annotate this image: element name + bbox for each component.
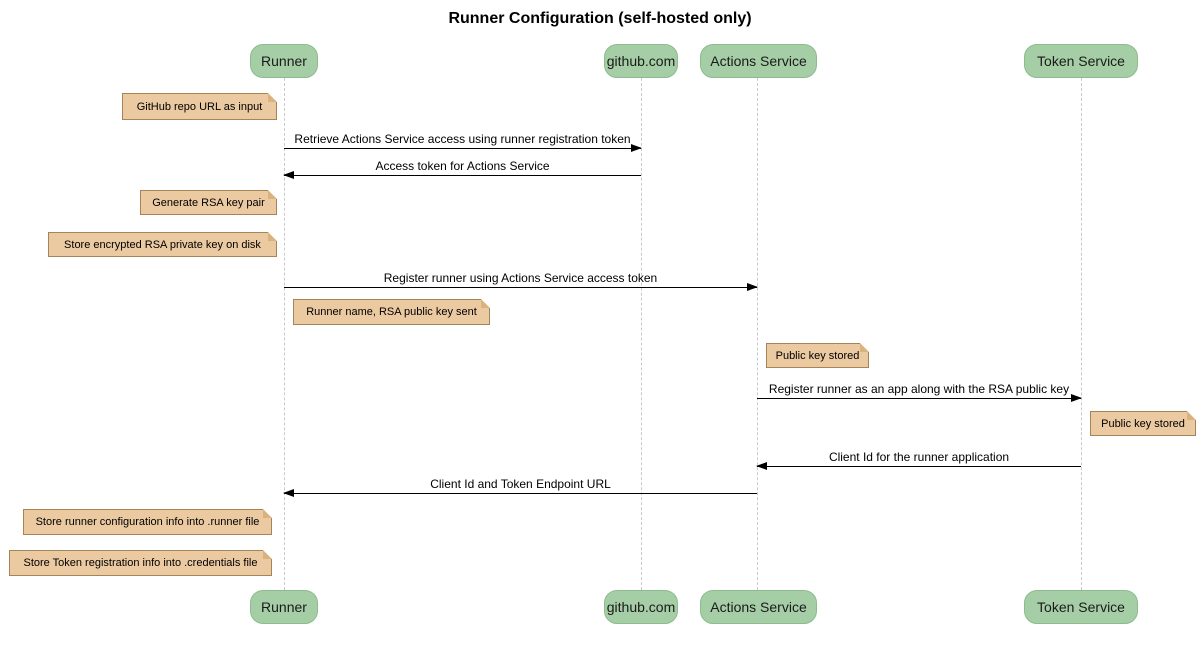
note-public-key-stored-actions: Public key stored bbox=[766, 343, 869, 368]
message-client-id-endpoint: Client Id and Token Endpoint URL bbox=[283, 477, 757, 497]
note-store-credentials-file: Store Token registration info into .cred… bbox=[9, 550, 272, 576]
message-access-token: Access token for Actions Service bbox=[283, 159, 641, 179]
participant-runner-top: Runner bbox=[250, 44, 318, 78]
message-label: Client Id for the runner application bbox=[828, 450, 1010, 464]
participant-token-service-bottom: Token Service bbox=[1024, 590, 1138, 624]
message-register-app: Register runner as an app along with the… bbox=[757, 382, 1082, 402]
participant-github-bottom: github.com bbox=[604, 590, 678, 624]
diagram-title: Runner Configuration (self-hosted only) bbox=[448, 10, 752, 27]
participant-token-service-top: Token Service bbox=[1024, 44, 1138, 78]
arrow-head bbox=[756, 462, 767, 470]
message-label: Retrieve Actions Service access using ru… bbox=[294, 132, 631, 146]
note-public-key-stored-token: Public key stored bbox=[1090, 411, 1196, 436]
message-label: Access token for Actions Service bbox=[375, 159, 550, 173]
participant-github-top: github.com bbox=[604, 44, 678, 78]
message-line bbox=[284, 144, 642, 152]
message-line bbox=[756, 462, 1081, 470]
arrow-head bbox=[1071, 394, 1082, 402]
message-label: Register runner using Actions Service ac… bbox=[383, 271, 658, 285]
message-line bbox=[283, 489, 757, 497]
note-store-runner-file: Store runner configuration info into .ru… bbox=[23, 509, 272, 535]
note-runner-name-sent: Runner name, RSA public key sent bbox=[293, 299, 490, 325]
participant-runner-bottom: Runner bbox=[250, 590, 318, 624]
lifeline-token-service bbox=[1081, 78, 1082, 590]
note-generate-rsa-key-pair: Generate RSA key pair bbox=[140, 190, 277, 215]
message-register-runner: Register runner using Actions Service ac… bbox=[284, 271, 758, 291]
arrow-head bbox=[283, 171, 294, 179]
message-client-id: Client Id for the runner application bbox=[756, 450, 1081, 470]
note-store-private-key: Store encrypted RSA private key on disk bbox=[48, 232, 277, 257]
lifeline-github bbox=[641, 78, 642, 590]
arrow-head bbox=[631, 144, 642, 152]
arrow-head bbox=[283, 489, 294, 497]
lifeline-runner bbox=[284, 78, 285, 590]
note-github-repo-url: GitHub repo URL as input bbox=[122, 93, 277, 120]
message-label: Register runner as an app along with the… bbox=[768, 382, 1070, 396]
message-label: Client Id and Token Endpoint URL bbox=[430, 477, 611, 491]
message-retrieve-actions-access: Retrieve Actions Service access using ru… bbox=[284, 132, 642, 152]
message-line bbox=[757, 394, 1082, 402]
participant-actions-service-bottom: Actions Service bbox=[700, 590, 817, 624]
message-line bbox=[284, 283, 758, 291]
message-line bbox=[283, 171, 641, 179]
participant-actions-service-top: Actions Service bbox=[700, 44, 817, 78]
arrow-head bbox=[747, 283, 758, 291]
lifeline-actions-service bbox=[757, 78, 758, 590]
